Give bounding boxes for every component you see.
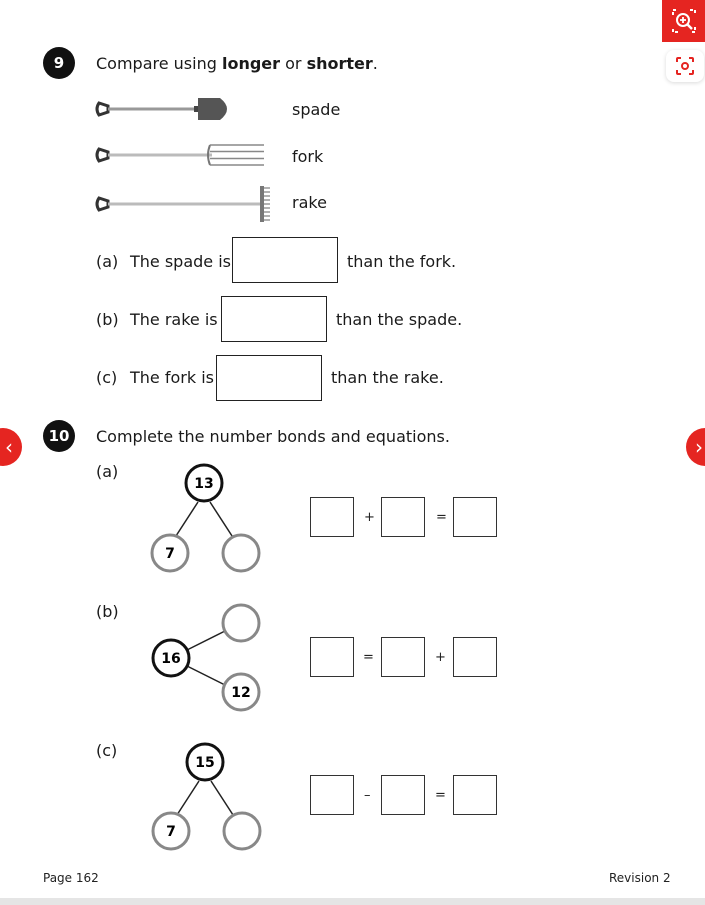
section-label: Revision 2 <box>609 871 671 885</box>
operator: – <box>364 788 371 803</box>
operator: = <box>435 788 446 803</box>
prompt-text: or <box>280 54 307 73</box>
page-number: Page 162 <box>43 871 99 885</box>
operator: = <box>363 650 374 665</box>
blank-circle <box>221 533 261 573</box>
blank-circle <box>222 811 262 851</box>
tool-label-fork: fork <box>292 147 324 166</box>
focus-button[interactable] <box>666 50 704 82</box>
operator: + <box>364 510 375 525</box>
answer-box-b[interactable] <box>221 296 327 342</box>
spade-image <box>95 98 227 120</box>
bond-part: 12 <box>231 685 250 701</box>
prompt-text: Compare using <box>96 54 222 73</box>
part-label: (b) <box>96 310 119 329</box>
question-number: 9 <box>43 47 75 79</box>
answer-box-a[interactable] <box>232 237 338 283</box>
bond-whole: 15 <box>195 755 214 771</box>
tool-label-spade: spade <box>292 100 341 119</box>
tool-label-rake: rake <box>292 193 327 212</box>
keyword-shorter: shorter <box>306 54 373 73</box>
equation-box[interactable] <box>381 775 425 815</box>
equation-box[interactable] <box>381 637 425 677</box>
number-bond-a: 13 7 <box>150 463 261 573</box>
bond-whole: 16 <box>161 651 180 667</box>
focus-icon <box>676 57 694 75</box>
equation-box[interactable] <box>381 497 425 537</box>
keyword-longer: longer <box>221 54 281 73</box>
bottom-divider <box>0 898 705 905</box>
part-text-pre: The rake is <box>130 310 218 329</box>
part-label: (c) <box>96 741 118 760</box>
equation-box[interactable] <box>310 775 354 815</box>
part-text-post: than the rake. <box>331 368 444 387</box>
question-number: 10 <box>43 420 75 452</box>
chevron-right-icon: › <box>695 435 703 459</box>
zoom-in-icon <box>671 9 696 33</box>
blank-circle <box>221 603 261 643</box>
part-label: (b) <box>96 602 119 621</box>
next-page-button[interactable]: › <box>686 428 705 466</box>
number-bond-c: 15 7 <box>151 742 262 851</box>
equation-box[interactable] <box>453 637 497 677</box>
bond-whole: 13 <box>194 476 213 492</box>
prev-page-button[interactable]: ‹ <box>0 428 22 466</box>
part-text-pre: The spade is <box>130 252 232 271</box>
part-text-post: than the spade. <box>336 310 463 329</box>
number-bond-b: 16 12 <box>151 603 261 712</box>
zoom-button[interactable] <box>662 0 705 42</box>
rake-image <box>95 186 270 222</box>
chevron-left-icon: ‹ <box>5 435 13 459</box>
prompt-text: . <box>372 54 378 73</box>
fork-image <box>95 144 264 166</box>
part-text-post: than the fork. <box>347 252 457 271</box>
part-label: (a) <box>96 252 119 271</box>
part-label: (c) <box>96 368 118 387</box>
equation-box[interactable] <box>310 637 354 677</box>
question-prompt: Compare using longer or shorter. <box>96 54 378 73</box>
bond-part: 7 <box>166 824 176 840</box>
part-label: (a) <box>96 462 119 481</box>
operator: = <box>436 510 447 525</box>
equation-box[interactable] <box>453 497 497 537</box>
equation-box[interactable] <box>453 775 497 815</box>
part-text-pre: The fork is <box>130 368 214 387</box>
answer-box-c[interactable] <box>216 355 322 401</box>
bond-part: 7 <box>165 546 175 562</box>
equation-box[interactable] <box>310 497 354 537</box>
operator: + <box>435 650 446 665</box>
question-prompt: Complete the number bonds and equations. <box>96 427 450 446</box>
